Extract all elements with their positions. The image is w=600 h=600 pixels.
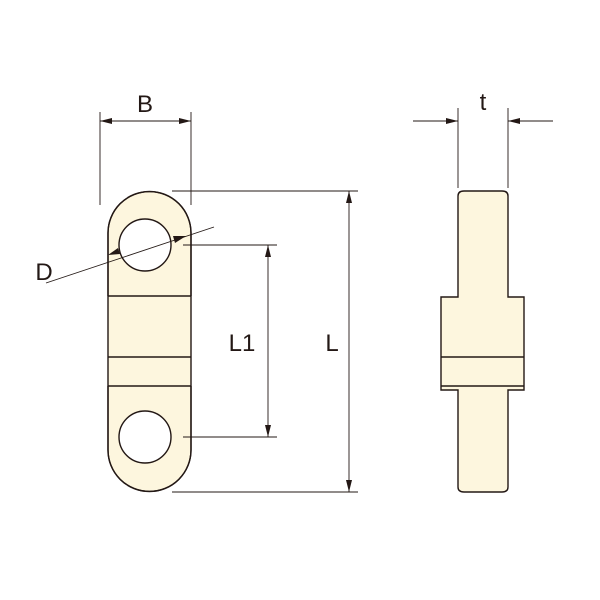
side-view-body [440, 190, 525, 493]
dimension-t: t [413, 89, 553, 188]
top-hole [118, 218, 172, 272]
side-view [440, 190, 525, 493]
dimension-l1: L1 [183, 244, 277, 438]
dimension-d-label: D [35, 259, 52, 286]
dimension-d: D [35, 226, 215, 286]
dimension-b-label: B [137, 91, 153, 118]
bottom-pocket [107, 386, 192, 493]
top-pocket [107, 190, 192, 296]
dimension-l1-label: L1 [229, 330, 256, 357]
dimension-b: B [99, 91, 192, 205]
front-view [107, 190, 192, 493]
dimension-l: L [172, 190, 358, 493]
dimension-t-label: t [480, 89, 487, 116]
bottom-hole [118, 410, 172, 464]
dimension-l-label: L [325, 330, 338, 357]
